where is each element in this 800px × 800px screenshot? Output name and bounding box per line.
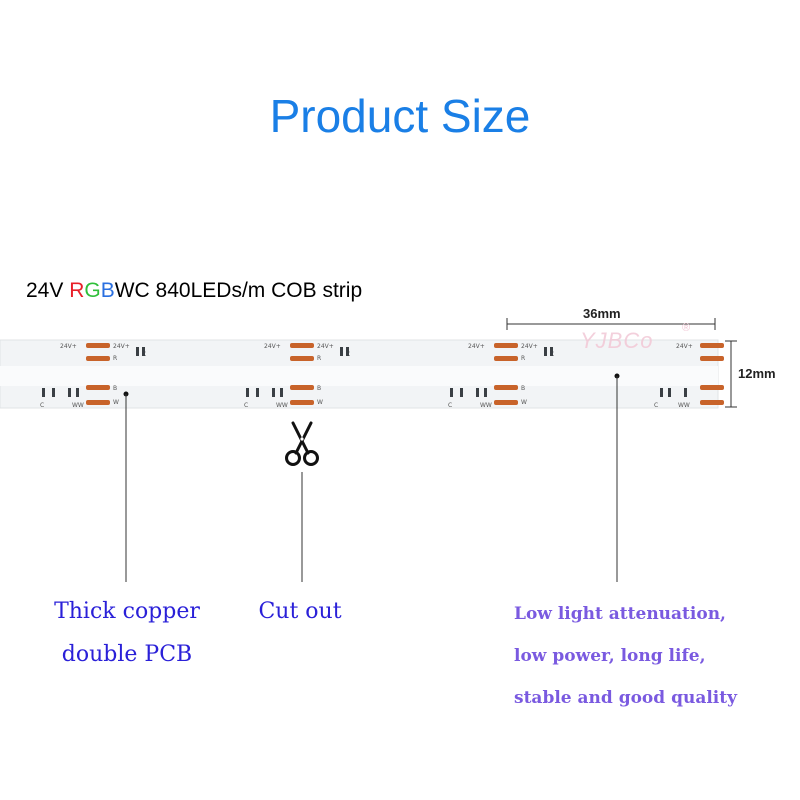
strip-label-rest: WC 840LEDs/m COB strip (114, 279, 363, 302)
smd-component (346, 347, 349, 356)
solder-pad (86, 385, 110, 390)
callout-attenuation-line-2: low power, long life, (514, 646, 706, 666)
height-dimension (725, 340, 737, 408)
pad-label-c: C (40, 402, 44, 409)
led-strip-glow (0, 366, 718, 386)
pad-label-24v: 24V+ (264, 343, 281, 350)
solder-pad (290, 385, 314, 390)
smd-component (684, 388, 687, 397)
smd-component (460, 388, 463, 397)
pad-label-24v: 24V+ (317, 343, 334, 350)
smd-component (136, 347, 139, 356)
strip-label-b: B (100, 279, 115, 302)
pad-label-ww: WW (678, 402, 690, 409)
smd-component (42, 388, 45, 397)
smd-component (484, 388, 487, 397)
callout-thick-copper: Thick copper double PCB (22, 590, 232, 676)
brand-logo: YJBCo (580, 328, 654, 353)
pad-label-24v: 24V+ (468, 343, 485, 350)
pad-label-b: B (521, 385, 525, 392)
width-label: 36mm (583, 306, 621, 321)
smd-component (450, 388, 453, 397)
pad-label-w: W (317, 399, 323, 406)
callout-attenuation: Low light attenuation, low power, long l… (514, 593, 782, 719)
height-label: 12mm (738, 366, 776, 381)
pad-label-ww: WW (480, 402, 492, 409)
solder-pad (86, 400, 110, 405)
solder-pad (700, 356, 724, 361)
smd-component (340, 347, 343, 356)
smd-component (256, 388, 259, 397)
strip-label: 24V RGBWC 840LEDs/m COB strip (26, 278, 362, 304)
smd-component (272, 388, 275, 397)
pad-label-24v: 24V+ (60, 343, 77, 350)
pad-label-c: C (244, 402, 248, 409)
solder-pad (700, 400, 724, 405)
smd-component (68, 388, 71, 397)
solder-pad (86, 343, 110, 348)
solder-pad (700, 385, 724, 390)
smd-component (668, 388, 671, 397)
strip-label-g: G (84, 279, 101, 302)
strip-label-r: R (69, 279, 85, 302)
smd-component (142, 347, 145, 356)
callout-attenuation-line-1: Low light attenuation, (514, 604, 726, 624)
callout-attenuation-line-3: stable and good quality (514, 688, 737, 708)
solder-pad (494, 356, 518, 361)
solder-pad (290, 356, 314, 361)
page-title: Product Size (269, 90, 531, 142)
smd-component (544, 347, 547, 356)
solder-pad (290, 343, 314, 348)
smd-component (280, 388, 283, 397)
solder-pad (700, 343, 724, 348)
width-dimension (506, 318, 716, 330)
pad-label-24v: 24V+ (113, 343, 130, 350)
pad-label-24v: 24V+ (676, 343, 693, 350)
solder-pad (494, 385, 518, 390)
pad-label-ww: WW (72, 402, 84, 409)
callout-thick-copper-line-2: double PCB (61, 642, 193, 667)
pad-label-c: C (448, 402, 452, 409)
pad-label-r: R (521, 355, 525, 362)
solder-pad (494, 343, 518, 348)
solder-pad (290, 400, 314, 405)
brand-registered-mark: ® (682, 322, 691, 334)
smd-component (660, 388, 663, 397)
strip-label-prefix: 24V (26, 279, 70, 302)
pad-label-w: W (521, 399, 527, 406)
smd-component (52, 388, 55, 397)
solder-pad (494, 400, 518, 405)
strip-segments: 24V+24V+RBWCWWC24V+24V+RBWCWWC24V+24V+RB… (40, 343, 724, 409)
pad-label-ww: WW (276, 402, 288, 409)
pad-label-w: W (113, 399, 119, 406)
callout-thick-copper-line-1: Thick copper (54, 599, 200, 624)
scissors-icon (285, 421, 319, 466)
callout-cut-out: Cut out (258, 599, 342, 624)
smd-component (76, 388, 79, 397)
smd-component (246, 388, 249, 397)
pad-label-24v: 24V+ (521, 343, 538, 350)
smd-component (550, 347, 553, 356)
pad-label-r: R (113, 355, 117, 362)
pad-label-r: R (317, 355, 321, 362)
pad-label-b: B (113, 385, 117, 392)
pad-label-c: C (654, 402, 658, 409)
pad-label-b: B (317, 385, 321, 392)
smd-component (476, 388, 479, 397)
solder-pad (86, 356, 110, 361)
